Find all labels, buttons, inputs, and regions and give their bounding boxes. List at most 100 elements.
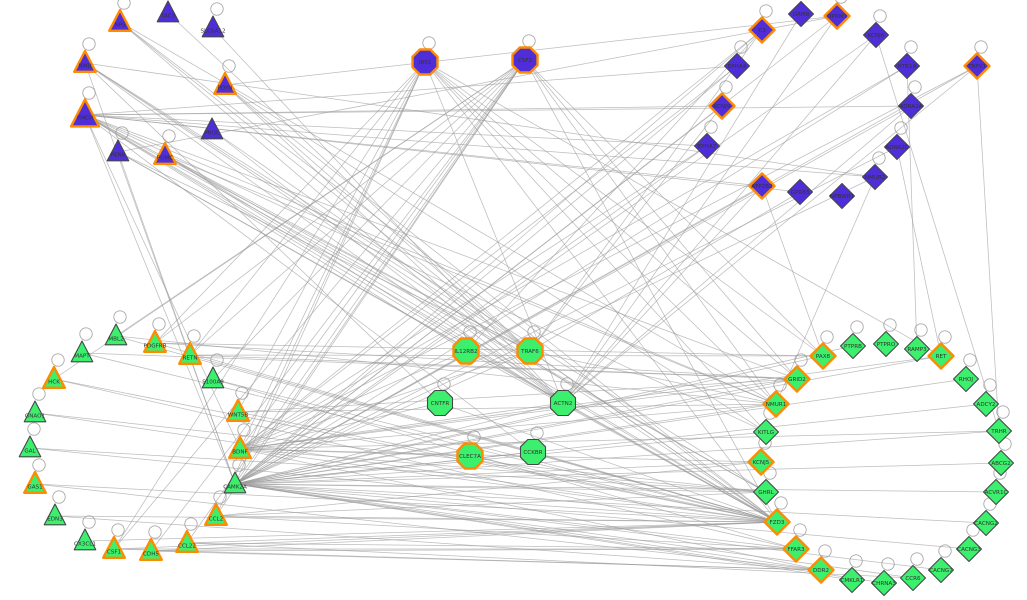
node-RAMP3[interactable] <box>903 335 931 363</box>
node-TRAF6[interactable] <box>516 337 544 365</box>
node-NPBWR1[interactable] <box>828 182 856 210</box>
node-ACVR1C[interactable] <box>982 478 1010 506</box>
node-CLEC7A[interactable] <box>456 442 484 470</box>
node-PENK[interactable] <box>106 139 130 162</box>
node-ABCG2[interactable] <box>987 449 1015 477</box>
node-KITLG[interactable] <box>752 418 780 446</box>
node-CCKBR[interactable] <box>519 438 547 466</box>
node-CDH5[interactable] <box>138 537 164 561</box>
edge-NMU-GHRL <box>84 62 767 493</box>
edge-NMUR2-NMUR1 <box>775 176 876 405</box>
node-ADRA2A[interactable] <box>897 92 925 120</box>
node-CACNG2[interactable] <box>972 509 1000 537</box>
node-NPS[interactable] <box>107 8 133 32</box>
node-CCR6[interactable] <box>899 564 927 592</box>
node-EPHA7[interactable] <box>693 132 721 160</box>
node-BDNF[interactable] <box>227 435 253 459</box>
node-ACTN2[interactable] <box>549 389 577 417</box>
node-GAS1[interactable] <box>23 470 47 494</box>
edge-IRS1-FZD3 <box>424 61 778 523</box>
node-TRPV1[interactable] <box>963 52 991 80</box>
node-PTPRO[interactable] <box>872 330 900 358</box>
node-S100A9[interactable] <box>201 366 225 389</box>
node-PAX8[interactable] <box>809 342 837 370</box>
self-loop-POMC <box>162 129 176 143</box>
node-ATP2B2[interactable] <box>748 172 776 200</box>
self-loop-RETN <box>187 329 201 343</box>
node-ADRA2C[interactable] <box>883 133 911 161</box>
node-RET[interactable] <box>927 342 955 370</box>
node-KCNJ9[interactable] <box>708 92 736 120</box>
node-CMKLR1[interactable] <box>838 566 866 594</box>
edge-CSF2-FZD3 <box>524 59 778 523</box>
node-OPRM1[interactable] <box>823 2 851 30</box>
node-CNTFR[interactable] <box>426 389 454 417</box>
node-GAL[interactable] <box>18 435 42 458</box>
edge-layer <box>29 12 1002 584</box>
node-GRID2[interactable] <box>783 365 811 393</box>
node-FZD3[interactable] <box>763 508 791 536</box>
node-CCL22[interactable] <box>174 529 200 553</box>
edge-FZD3-CX3CL1 <box>84 521 778 542</box>
node-CSF2[interactable] <box>511 46 539 74</box>
node-PMCH[interactable] <box>69 98 101 128</box>
node-GNAO1[interactable] <box>23 400 47 423</box>
node-HCK[interactable] <box>42 365 67 389</box>
node-PNOC[interactable] <box>200 117 224 140</box>
node-TAC3[interactable] <box>156 0 180 23</box>
edge-POMC-TRAF6 <box>164 154 531 352</box>
node-GPR83[interactable] <box>786 178 814 206</box>
node-IRS1[interactable] <box>411 48 439 76</box>
node-CACNG7[interactable] <box>927 556 955 584</box>
node-HTR1A[interactable] <box>893 52 921 80</box>
node-CHRNA3[interactable] <box>870 569 898 597</box>
node-CCL2[interactable] <box>203 502 229 526</box>
node-CACNG3[interactable] <box>955 535 983 563</box>
node-RHOJ[interactable] <box>952 365 980 393</box>
edge-CSF2-MBL2 <box>115 59 526 337</box>
node-GHRL[interactable] <box>752 478 780 506</box>
node-PTPRB[interactable] <box>839 332 867 360</box>
self-loop-GNAO1 <box>32 387 46 401</box>
node-NMU[interactable] <box>72 49 98 74</box>
node-EPHA4[interactable] <box>723 52 751 80</box>
node-WNT5B[interactable] <box>225 398 251 422</box>
node-KCNJ6[interactable] <box>862 21 890 49</box>
node-RETN[interactable] <box>177 341 203 365</box>
node-KCNJ5[interactable] <box>747 448 775 476</box>
node-CAMK2A[interactable] <box>223 471 247 494</box>
node-PDGFRB[interactable] <box>142 329 168 353</box>
edge-CSF2-PDGFRB <box>154 59 526 344</box>
edge-KCNJ6-TRHR <box>875 34 1000 432</box>
node-ADCY2[interactable] <box>972 390 1000 418</box>
node-EDN3[interactable] <box>43 503 67 526</box>
node-NMUR1[interactable] <box>762 390 790 418</box>
edge-CAMK2A-DDR2 <box>234 483 822 571</box>
node-MAPT[interactable] <box>70 340 94 363</box>
node-NMUR2[interactable] <box>861 163 889 191</box>
edge-PMCH-NMUR2 <box>84 114 876 178</box>
node-CX3CL1[interactable] <box>73 528 97 551</box>
node-PDYN[interactable] <box>212 71 238 96</box>
node-GRM8[interactable] <box>787 0 815 28</box>
edge-C3-BDNF <box>239 29 763 450</box>
edge-CSF2-RETN <box>189 59 526 356</box>
node-SLC6A12[interactable] <box>201 15 225 38</box>
self-loop-CCL22 <box>184 517 198 531</box>
node-POMC[interactable] <box>152 141 178 166</box>
node-FFAR3[interactable] <box>782 535 810 563</box>
node-C3[interactable] <box>748 16 776 44</box>
self-loop-PDGFRB <box>152 317 166 331</box>
edge-C3-IL12RB2 <box>465 29 763 352</box>
node-CSF1[interactable] <box>101 535 127 559</box>
edge-EPHA4-CAMK2A <box>234 65 738 485</box>
node-DDR2[interactable] <box>807 556 835 584</box>
edge-GAS1-DDR2 <box>34 483 822 571</box>
node-TRHR[interactable] <box>985 417 1013 445</box>
self-loop-PTPRB <box>850 320 864 334</box>
edge-CAMK2A-CACNG2 <box>234 483 987 524</box>
node-MBL2[interactable] <box>104 323 128 346</box>
node-IL12RB2[interactable] <box>452 337 480 365</box>
